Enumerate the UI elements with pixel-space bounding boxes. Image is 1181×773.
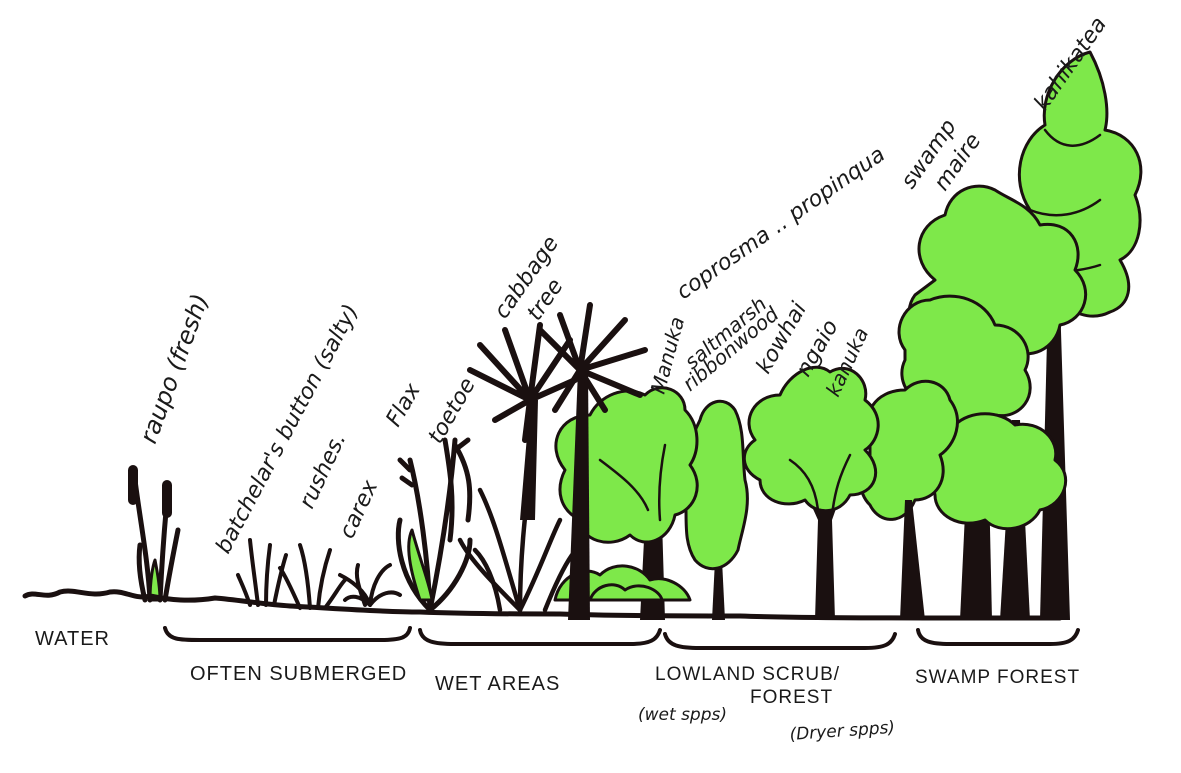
zone-often-submerged: OFTEN SUBMERGED — [190, 663, 407, 685]
zone-brackets — [165, 628, 1078, 648]
zone-wet-areas: WET AREAS — [435, 673, 560, 695]
label-carex: carex — [335, 476, 384, 543]
zone-lowland-scrub: LOWLAND SCRUB/ — [655, 664, 840, 685]
zone-swamp-forest: SWAMP FOREST — [915, 667, 1080, 688]
bracket-swamp-forest — [918, 630, 1078, 644]
kowhai-tree-drawing — [744, 367, 878, 620]
label-rushes: rushes. — [295, 429, 352, 512]
label-coprosma: coprosma .. propinqua — [672, 142, 890, 305]
zone-dryer-spps: (Dryer spps) — [789, 718, 896, 745]
flax-drawing — [398, 440, 470, 610]
zone-wet-spps: (wet spps) — [638, 705, 727, 725]
toetoe-drawing — [460, 480, 572, 610]
label-flax: Flax — [382, 378, 427, 431]
carex-drawing — [340, 565, 400, 605]
label-toetoe: toetoe — [424, 374, 481, 448]
label-raupo: raupo (fresh) — [134, 290, 214, 447]
rushes-drawing — [280, 545, 345, 608]
kowhai-foliage — [744, 367, 878, 510]
bracket-wet-areas — [420, 630, 660, 644]
batchelars-button-drawing — [238, 540, 286, 605]
raupo-drawing — [128, 465, 178, 600]
zone-forest: FOREST — [750, 687, 833, 708]
zone-water: WATER — [35, 628, 110, 650]
bracket-lowland — [665, 634, 895, 648]
bracket-often-submerged — [165, 628, 410, 640]
